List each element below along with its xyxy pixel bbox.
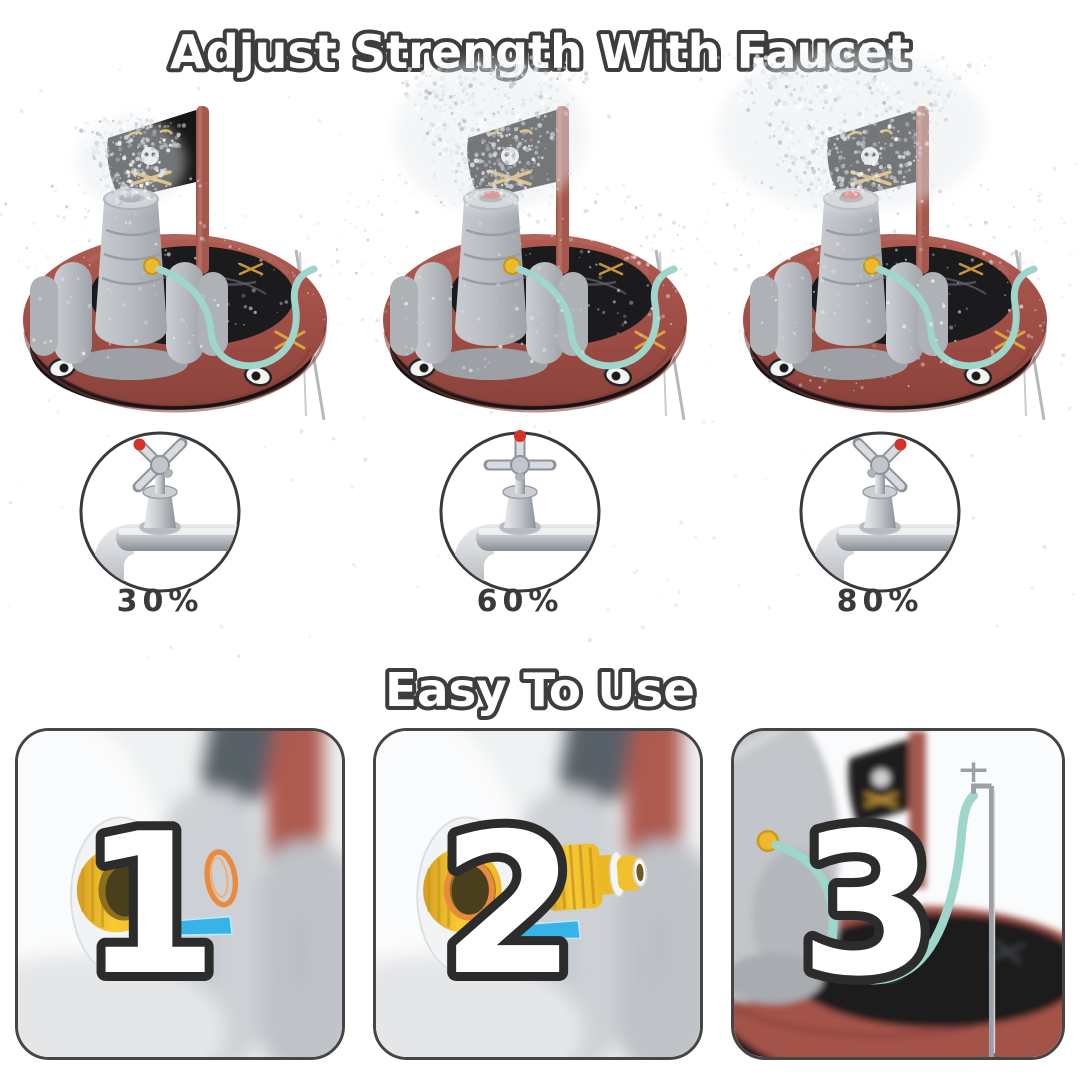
percent-label-60: 60% [476, 584, 564, 619]
step-panel-2: 2 [373, 728, 703, 1060]
ship-sprinkler-high-image [630, 42, 1078, 425]
water-spray-medium [291, 55, 693, 373]
easy-to-use-title: Easy To Use [381, 659, 699, 721]
ship-sprinkler-low-image [0, 80, 360, 425]
percent-label-80: 80% [836, 584, 924, 619]
step-panel-1: 1 [15, 728, 345, 1060]
hose [771, 791, 979, 985]
step-number-2: 2 [441, 792, 576, 1018]
mini-ship-scene [734, 731, 1062, 1057]
step-number-1: 1 [83, 792, 218, 1018]
step1-image [18, 731, 342, 1057]
easy-to-use-text: Easy To Use [385, 663, 695, 717]
hose-adapter [542, 843, 648, 911]
yellow-cap [421, 846, 504, 934]
ship-sprinkler-medium-image [291, 55, 693, 425]
step3-image [734, 731, 1062, 1057]
step-number-3: 3 [799, 791, 936, 1020]
gasket-inside-cap [443, 859, 495, 921]
water-tap-stake [960, 762, 996, 1057]
step2-image [376, 731, 700, 1057]
step-panel-3: 3 [731, 728, 1065, 1060]
water-spray-low [0, 112, 289, 359]
percent-label-30: 30% [116, 584, 204, 619]
rubber-gasket-ring [204, 849, 239, 908]
water-spray-high [630, 42, 1078, 392]
